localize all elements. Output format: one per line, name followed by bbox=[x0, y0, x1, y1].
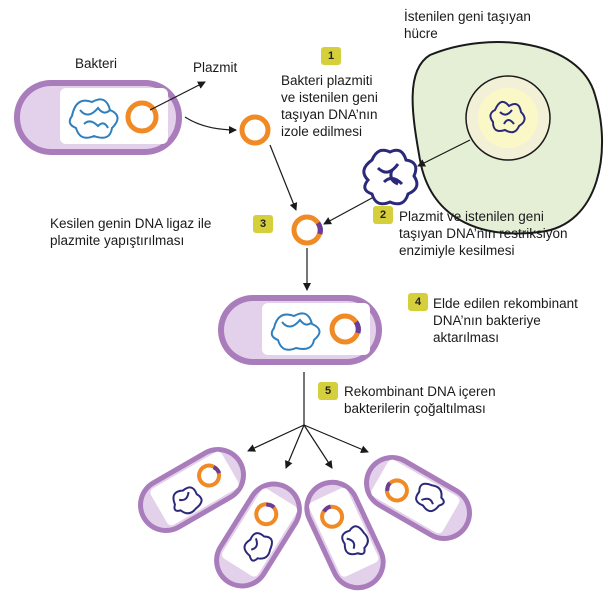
bacterium-top bbox=[14, 80, 182, 155]
bacterial-dna bbox=[68, 98, 119, 139]
arrow-to-isolated-plasmid bbox=[184, 116, 237, 134]
step-2-badge: 2 bbox=[373, 206, 393, 224]
step-1-badge: 1 bbox=[321, 47, 341, 65]
replication-arrows bbox=[247, 372, 369, 469]
step-4-text: Elde edilen rekombinant DNA’nın bakteriy… bbox=[433, 296, 578, 345]
step-2-text: Plazmit ve istenilen geni taşıyan DNA’nı… bbox=[399, 209, 568, 258]
arrow-plasmid-to-recombinant bbox=[269, 144, 298, 211]
daughter-bacterium bbox=[138, 447, 246, 533]
step-5-badge: 5 bbox=[318, 382, 338, 400]
step-3-text: Kesilen genin DNA ligaz ile plazmite yap… bbox=[50, 216, 212, 248]
plasmid-pointer-arrow bbox=[149, 81, 206, 111]
step-4-badge: 4 bbox=[408, 293, 428, 311]
donor-cell bbox=[411, 41, 604, 235]
label-donor-cell: İstenilen geni taşıyan hücre bbox=[404, 9, 531, 41]
step-5-text: Rekombinant DNA içeren bakterilerin çoğa… bbox=[344, 384, 496, 416]
daughter-bacterium bbox=[304, 479, 386, 591]
label-plasmid: Plazmit bbox=[193, 60, 238, 75]
isolated-donor-dna bbox=[362, 148, 419, 206]
recombinant-bacterium bbox=[218, 295, 382, 365]
bacterial-plasmid bbox=[125, 100, 159, 134]
recombinant-plasmid bbox=[291, 214, 323, 246]
donor-dna-coil bbox=[489, 100, 526, 134]
daughter-bacterium bbox=[214, 481, 302, 589]
arrow-from-nucleus bbox=[417, 139, 471, 167]
arrow-dna-to-recombinant bbox=[323, 197, 373, 225]
isolated-plasmid bbox=[239, 114, 271, 146]
daughter-bacterium bbox=[364, 455, 472, 541]
step-3-badge: 3 bbox=[253, 215, 273, 233]
label-bacteria: Bakteri bbox=[75, 56, 118, 71]
step-1-text: Bakteri plazmiti ve istenilen geni taşıy… bbox=[281, 73, 378, 139]
